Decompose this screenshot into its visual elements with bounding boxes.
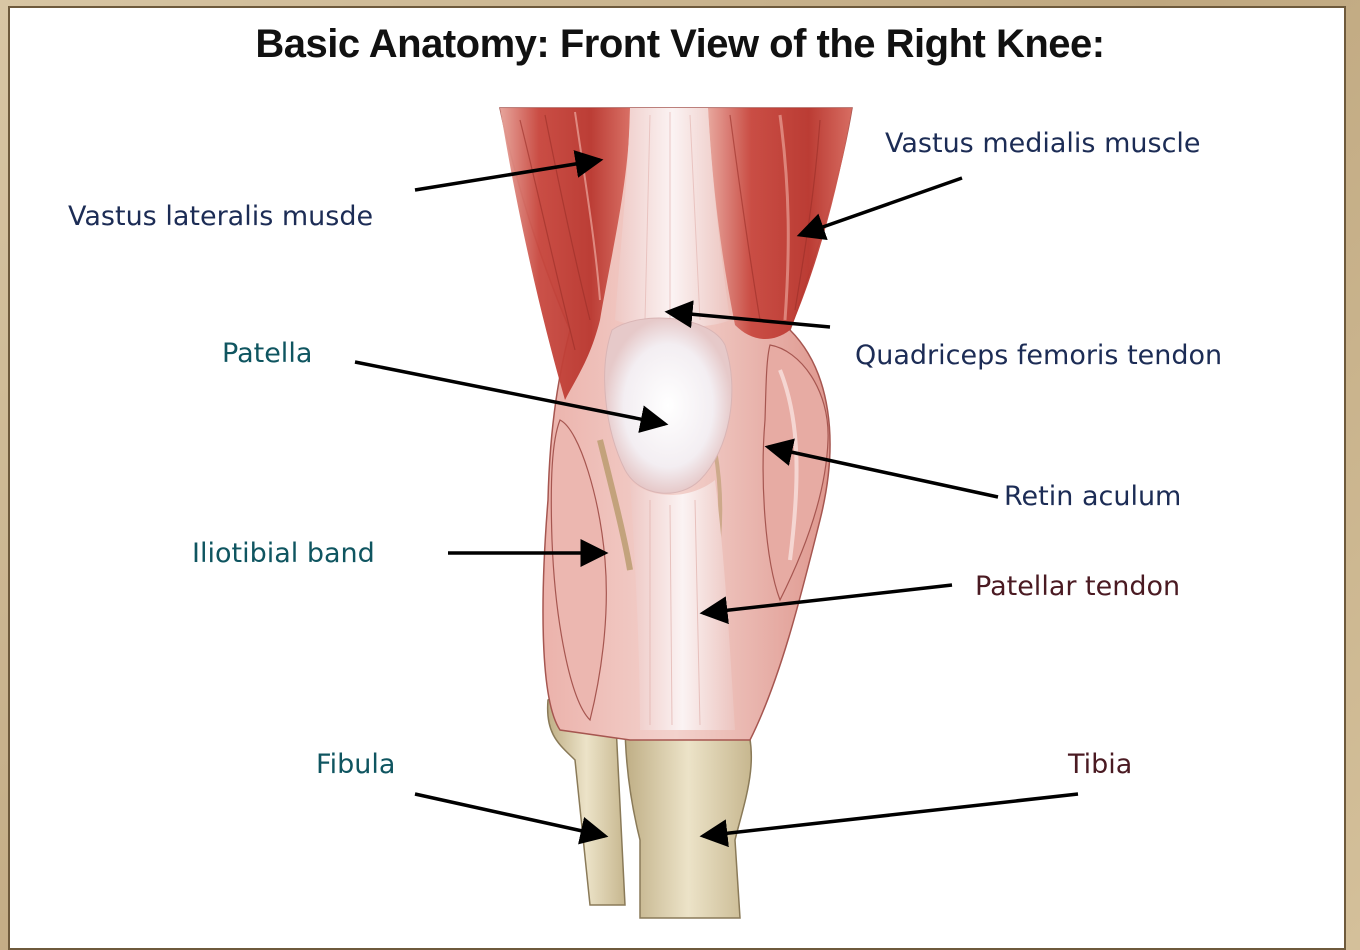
label-vastus-lateralis: Vastus lateralis musde (68, 203, 373, 230)
label-patella: Patella (222, 340, 312, 367)
arrow-fibula (415, 794, 605, 836)
arrow-tibia (703, 794, 1078, 836)
label-patellar-tendon: Patellar tendon (975, 573, 1180, 600)
label-tibia: Tibia (1068, 751, 1132, 778)
label-fibula: Fibula (316, 751, 395, 778)
label-retinaculum: Retin aculum (1004, 483, 1181, 510)
label-quadriceps-tendon: Quadriceps femoris tendon (855, 342, 1222, 369)
tibia-bone (625, 720, 751, 918)
label-vastus-medialis: Vastus medialis muscle (885, 130, 1201, 157)
patellar-tendon (630, 480, 735, 730)
label-iliotibial-band: Iliotibial band (192, 540, 375, 567)
